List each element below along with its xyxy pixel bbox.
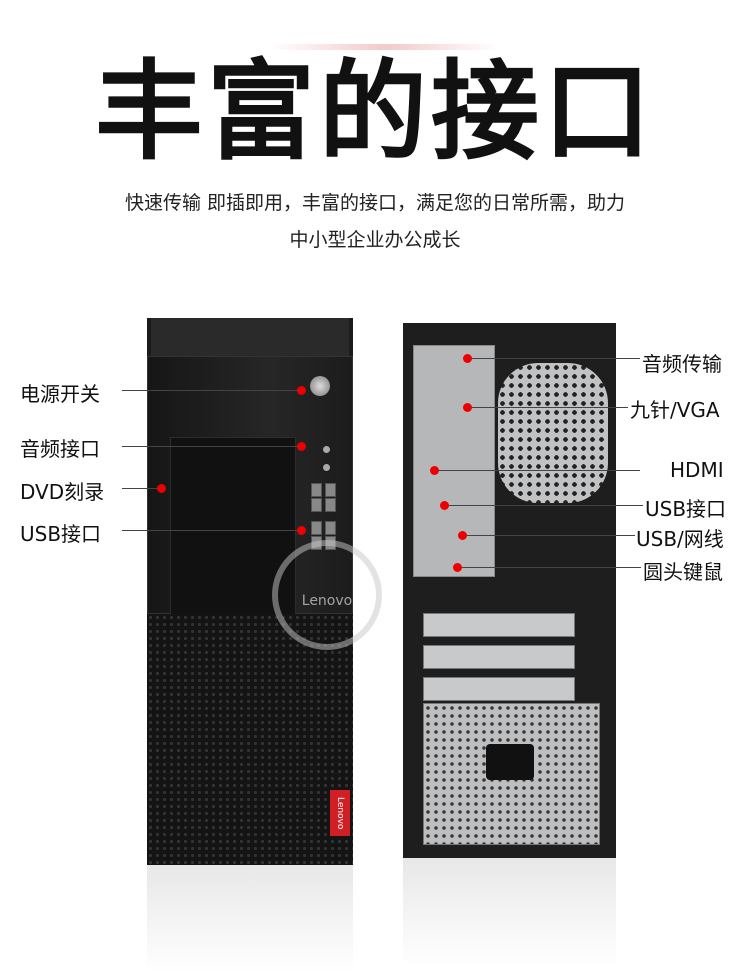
callout-line bbox=[463, 535, 635, 536]
callout-line bbox=[122, 390, 302, 391]
audio-jack bbox=[323, 464, 330, 471]
label-audio-out: 音频传输 bbox=[642, 352, 722, 376]
expansion-slot bbox=[423, 613, 575, 637]
pc-rear-view bbox=[403, 323, 616, 858]
expansion-slot bbox=[423, 645, 575, 669]
label-rear-usb: USB接口 bbox=[645, 497, 727, 521]
callout-line bbox=[435, 470, 640, 471]
usb-port bbox=[311, 483, 322, 497]
label-usb-ethernet: USB/网线 bbox=[636, 527, 724, 551]
callout-dot bbox=[297, 386, 306, 395]
callout-dot bbox=[297, 526, 306, 535]
label-hdmi: HDMI bbox=[670, 458, 724, 482]
usb-port bbox=[311, 498, 322, 512]
front-mesh bbox=[147, 614, 353, 865]
callout-line bbox=[468, 407, 628, 408]
rear-reflection bbox=[403, 858, 616, 967]
callout-line bbox=[468, 358, 640, 359]
front-top-bezel bbox=[151, 318, 349, 356]
lenovo-logo: Lenovo bbox=[330, 790, 350, 836]
label-power-switch: 电源开关 bbox=[20, 382, 100, 406]
usb-port bbox=[325, 521, 336, 535]
callout-dot bbox=[430, 466, 439, 475]
callout-dot bbox=[463, 403, 472, 412]
label-front-usb: USB接口 bbox=[20, 522, 102, 546]
power-socket-icon bbox=[486, 744, 534, 780]
rear-io-panel bbox=[413, 345, 495, 577]
expansion-slot bbox=[423, 677, 575, 701]
label-serial-vga: 九针/VGA bbox=[630, 398, 720, 422]
callout-dot bbox=[458, 531, 467, 540]
title-glow bbox=[270, 44, 500, 50]
callout-dot bbox=[463, 354, 472, 363]
subtitle-line-1: 快速传输 即插即用，丰富的接口，满足您的日常所需，助力 bbox=[124, 192, 626, 214]
usb-port bbox=[311, 521, 322, 535]
callout-line bbox=[122, 530, 302, 531]
callout-dot bbox=[157, 484, 166, 493]
power-supply bbox=[423, 703, 600, 845]
rear-fan-grille bbox=[498, 363, 608, 503]
usb-port bbox=[325, 498, 336, 512]
front-reflection bbox=[147, 865, 353, 974]
callout-dot bbox=[440, 501, 449, 510]
callout-line bbox=[122, 488, 162, 489]
callout-line bbox=[458, 567, 641, 568]
usb-port bbox=[325, 483, 336, 497]
audio-jack bbox=[323, 446, 330, 453]
callout-dot bbox=[453, 563, 462, 572]
callout-dot bbox=[297, 442, 306, 451]
page-title: 丰富的接口 bbox=[94, 50, 655, 175]
subtitle-line-2: 中小型企业办公成长 bbox=[289, 229, 461, 251]
power-button-icon bbox=[310, 376, 330, 396]
watermark-seal: Lenovo bbox=[272, 540, 382, 650]
label-audio-port: 音频接口 bbox=[20, 437, 100, 461]
callout-line bbox=[122, 446, 302, 447]
callout-line bbox=[445, 505, 643, 506]
label-dvd-burner: DVD刻录 bbox=[20, 480, 105, 504]
label-ps2: 圆头键鼠 bbox=[643, 560, 723, 584]
